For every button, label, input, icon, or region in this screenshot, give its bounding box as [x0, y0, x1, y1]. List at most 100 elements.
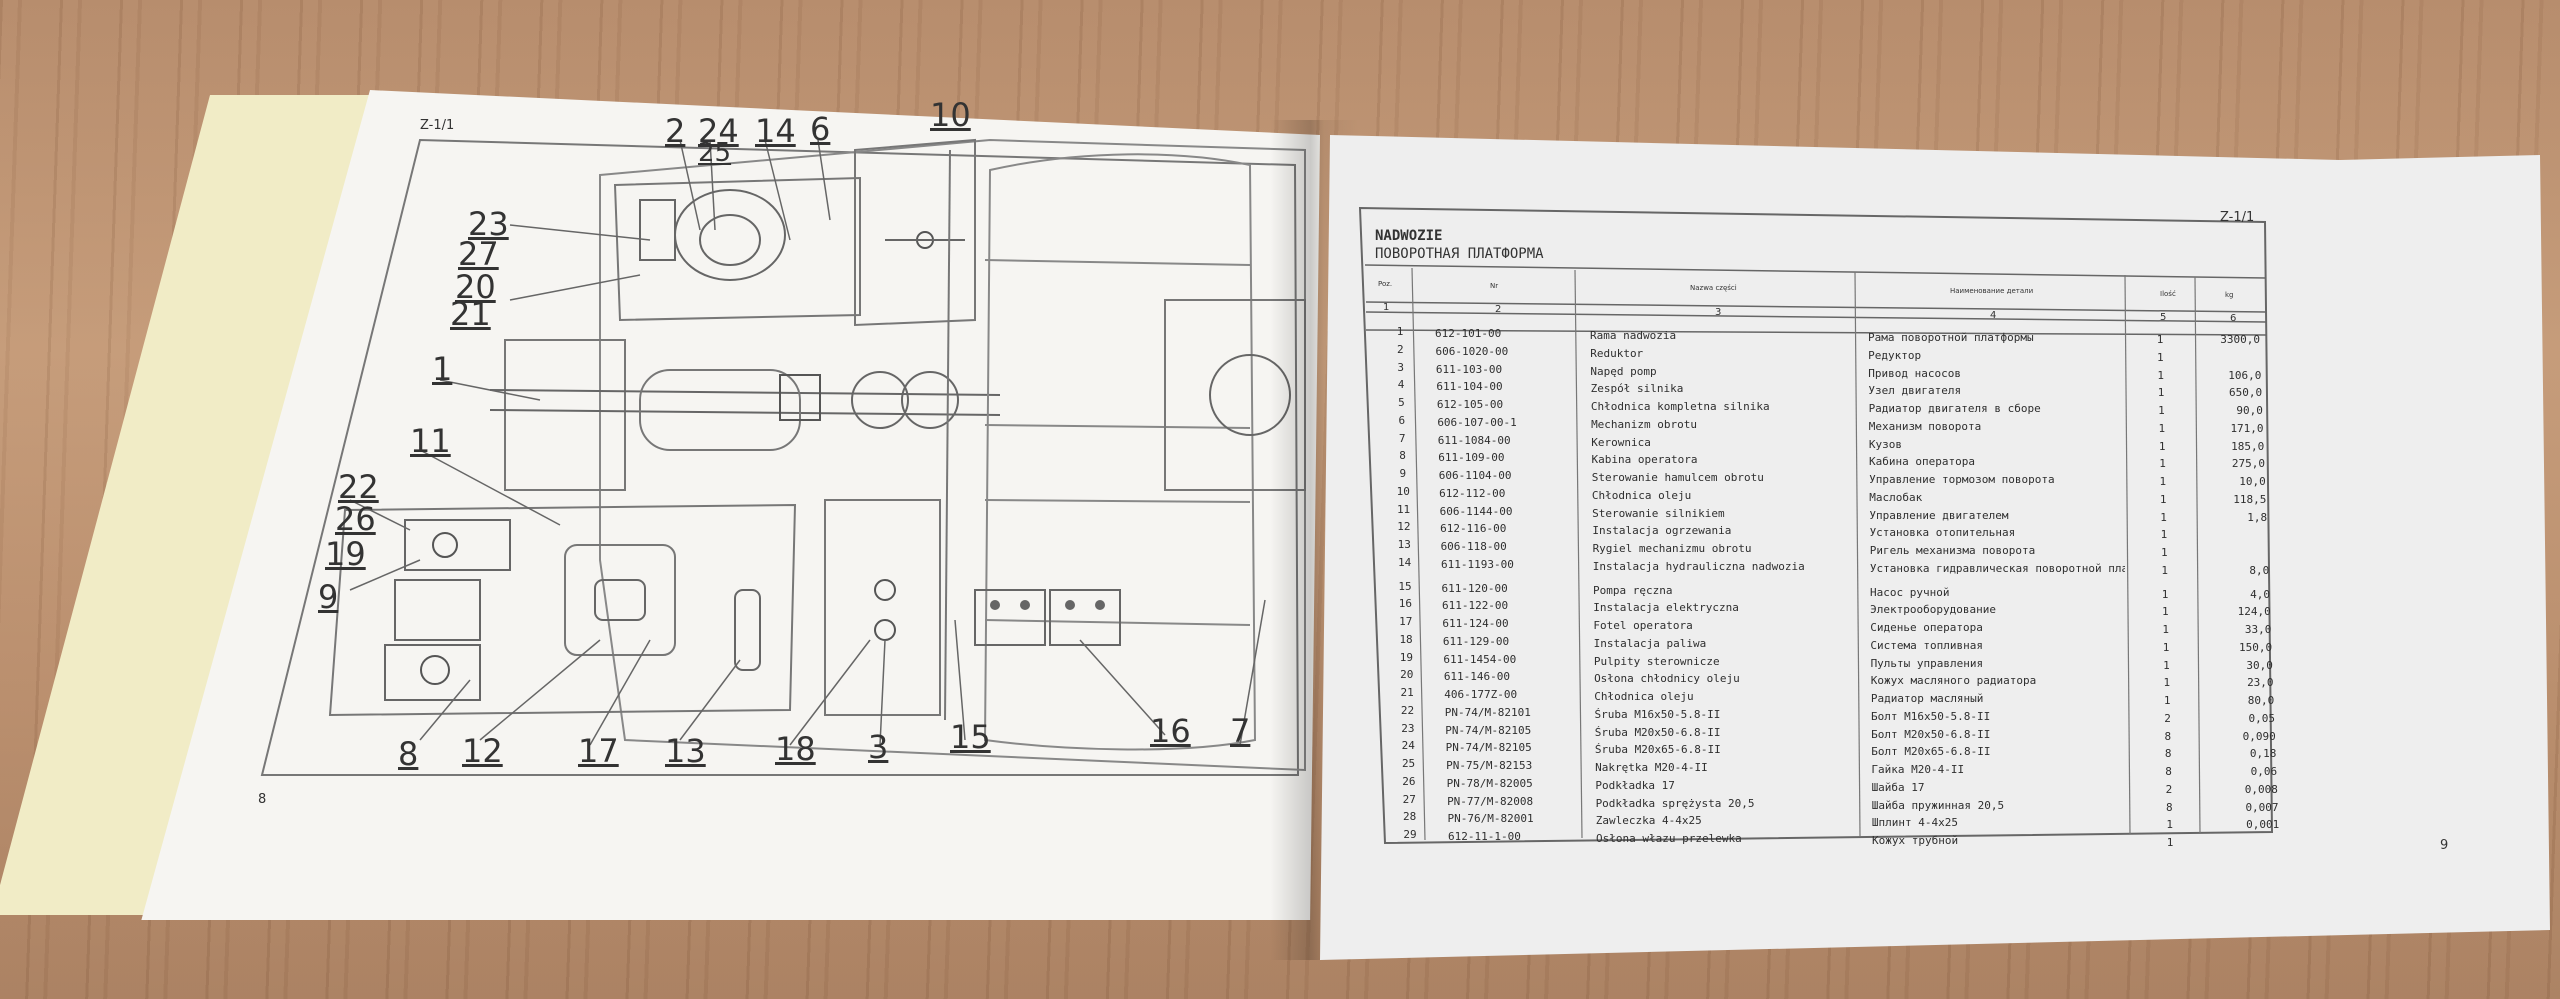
table-cell-ru: Болт M16x50-5.8-II [1871, 709, 1991, 723]
callout-label: 3 [868, 728, 889, 766]
engine-block [639, 199, 676, 261]
table-cell-kg: 185,0 [2231, 439, 2265, 453]
table-cell-poz: 8 [1399, 449, 1406, 463]
table-cell-kg: 90,0 [2236, 404, 2263, 417]
table-cell-qty: 1 [2159, 457, 2166, 471]
header-name-ru: Наименование детали [1950, 287, 2034, 295]
table-cell-pl: Śruba M20x50-6.8-II [1594, 725, 1721, 739]
table-cell-pl: Pulpity sterownicze [1593, 654, 1720, 668]
table-cell-ru: Система топливная [1870, 638, 1984, 652]
table-cell-qty: 2 [2164, 711, 2171, 725]
table-cell-poz: 3 [1397, 360, 1405, 374]
table-cell-poz: 23 [1401, 721, 1415, 735]
table-cell-qty: 1 [2160, 510, 2167, 524]
pump-2 [901, 371, 959, 429]
table-header-line [1365, 301, 2267, 313]
table-cell-poz: 16 [1398, 597, 1412, 611]
table-cell-poz: 14 [1398, 555, 1412, 569]
col-number: 4 [1990, 310, 1997, 321]
col-number: 1 [1383, 302, 1390, 313]
callout-label: 14 [755, 112, 796, 150]
table-cell-nr: PN-75/M-82153 [1446, 759, 1533, 772]
table-cell-ru: Электрооборудование [1870, 603, 1996, 617]
callout-label: 19 [325, 535, 366, 573]
col-divider [1411, 267, 1426, 841]
table-cell-ru: Пульты управления [1870, 656, 1984, 670]
heater-unit [734, 589, 761, 671]
battery-terminal [1020, 600, 1030, 610]
table-cell-ru: Шплинт 4-4x25 [1871, 816, 1958, 830]
table-cell-nr: 611-146-00 [1443, 670, 1511, 684]
table-cell-ru: Сиденье оператора [1870, 621, 1983, 634]
table-cell-kg: 33,0 [2244, 623, 2272, 636]
callout-label: 24 [698, 112, 739, 150]
gauge-1 [432, 532, 458, 558]
table-cell-pl: Kerownica [1591, 435, 1651, 449]
table-cell-nr: PN-77/M-82008 [1447, 794, 1534, 808]
table-cell-kg: 275,0 [2231, 457, 2265, 471]
table-cell-poz: 18 [1399, 632, 1413, 646]
table-cell-qty: 1 [2163, 676, 2171, 690]
callout-label: 15 [950, 718, 991, 756]
callout-label: 2 [665, 112, 686, 150]
shell-line-3 [984, 499, 1251, 503]
drive-shaft-2 [489, 409, 1001, 416]
header-kg: kg [2225, 291, 2234, 299]
table-cell-pl: Podkładka sprężysta 20,5 [1595, 796, 1755, 810]
right-page-ref: Z-1/1 [2220, 210, 2255, 225]
table-cell-qty: 8 [2165, 765, 2172, 778]
table-cell-ru: Шайба пружинная 20,5 [1871, 798, 2005, 812]
table-cell-poz: 17 [1399, 615, 1413, 628]
col-number: 6 [2230, 313, 2237, 324]
table-cell-pl: Pompa ręczna [1593, 583, 1673, 597]
table-cell-pl: Sterowanie silnikiem [1592, 506, 1725, 520]
callout-label: 16 [1150, 712, 1191, 750]
table-cell-poz: 4 [1397, 378, 1405, 392]
table-cell-pl: Śruba M20x65-6.8-II [1594, 743, 1721, 757]
table-outer-border [1358, 206, 2274, 845]
callout-label: 21 [450, 295, 491, 333]
table-cell-poz: 11 [1396, 502, 1411, 516]
table-cell-kg: 0,001 [2246, 818, 2280, 832]
shell-line-2 [984, 424, 1251, 429]
radiator-box [854, 138, 976, 327]
table-cell-kg: 0,18 [2249, 747, 2277, 761]
table-cell-kg: 0,008 [2244, 782, 2278, 796]
table-cell-pl: Rama nadwozia [1590, 329, 1677, 342]
table-cell-qty: 1 [2157, 386, 2165, 400]
left-page-ref: Z-1/1 [420, 118, 455, 133]
shell-line-4 [984, 619, 1251, 626]
right-page-number: 9 [2440, 838, 2449, 853]
table-cell-poz: 2 [1397, 342, 1404, 356]
header-poz: Poz. [1378, 280, 1393, 288]
table-cell-kg: 0,06 [2250, 765, 2278, 778]
table-cell-kg: 8,0 [2249, 563, 2270, 577]
callout-label: 17 [578, 732, 619, 770]
counterweight-shell [983, 153, 1257, 751]
table-cell-pl: Podkładka 17 [1595, 778, 1675, 792]
table-cell-nr: PN-74/M-82105 [1445, 741, 1532, 755]
table-cell-nr: PN-74/M-82101 [1444, 705, 1531, 719]
battery-terminal [990, 600, 1000, 610]
table-colnum-line [1365, 311, 2267, 323]
header-name-pl: Nazwa części [1690, 284, 1737, 292]
table-cell-ru: Ригель механизма поворота [1869, 544, 2036, 557]
table-cell-kg: 1,8 [2247, 510, 2268, 524]
table-cell-qty: 1 [2159, 492, 2167, 506]
table-cell-pl: Reduktor [1590, 346, 1644, 360]
table-cell-pl: Rygiel mechanizmu obrotu [1592, 542, 1752, 555]
table-cell-pl: Instalacja ogrzewania [1592, 524, 1732, 538]
table-cell-poz: 20 [1400, 668, 1414, 682]
table-cell-nr: 611-124-00 [1442, 617, 1509, 630]
callout-label: 18 [775, 730, 816, 768]
table-cell-poz: 10 [1396, 484, 1410, 498]
table-cell-nr: 611-129-00 [1442, 634, 1510, 648]
table-cell-qty: 1 [2162, 640, 2170, 654]
callout-label: 10 [930, 96, 971, 134]
table-cell-kg: 0,05 [2248, 711, 2276, 725]
col-number: 2 [1495, 304, 1502, 315]
hydraulic-fitting-1 [874, 579, 896, 601]
table-cell-nr: 406-177Z-00 [1444, 688, 1518, 701]
table-cell-poz: 24 [1401, 739, 1415, 753]
